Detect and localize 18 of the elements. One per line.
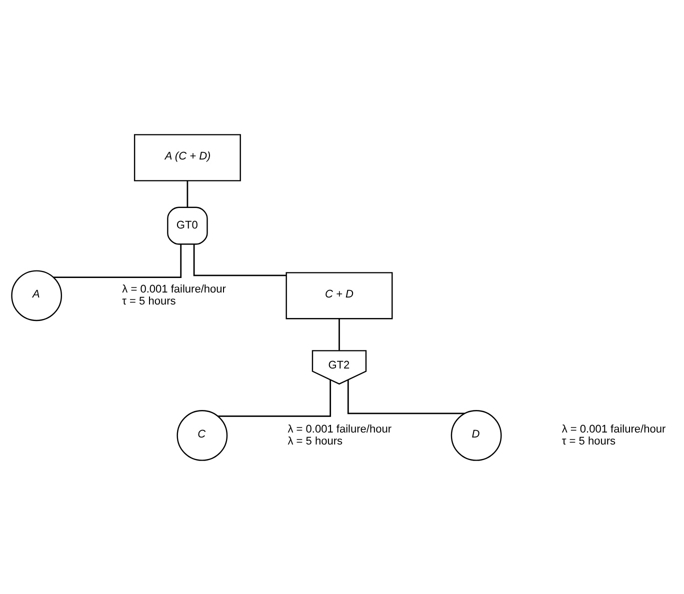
- node-circle: D: [450, 410, 502, 460]
- connector: [347, 379, 464, 414]
- node-label: λ = 0.001 failure/hour: [562, 422, 666, 435]
- connector: [338, 318, 340, 350]
- node-label: λ = 5 hours: [288, 434, 343, 447]
- connector: [186, 180, 188, 207]
- node-box: A (C + D): [134, 134, 241, 181]
- node-label: λ = 0.001 failure/hour: [288, 422, 392, 435]
- connector: [218, 379, 332, 416]
- node-circle: C: [176, 410, 228, 460]
- node-label: τ = 5 hours: [562, 434, 616, 447]
- node-box: GT0: [167, 206, 208, 244]
- node-label: τ = 5 hours: [122, 294, 176, 307]
- connector: [193, 244, 286, 276]
- node-label: λ = 0.001 failure/hour: [122, 283, 226, 296]
- node-circle: A: [11, 270, 62, 321]
- node-box: C + D: [286, 272, 393, 319]
- connector: [53, 244, 182, 278]
